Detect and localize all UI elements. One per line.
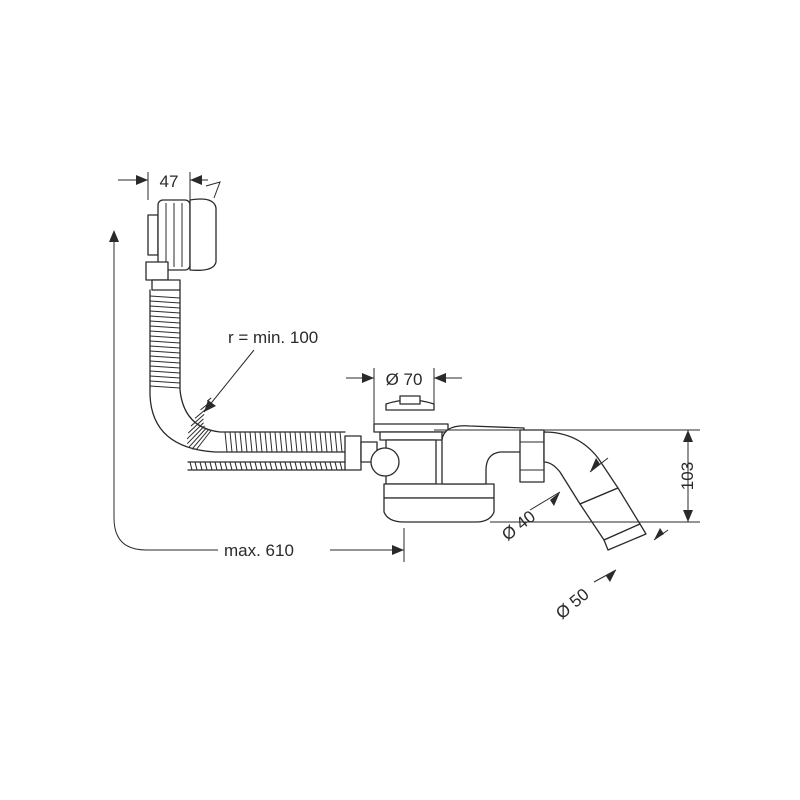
dimension-bend-radius: r = min. 100 — [203, 328, 318, 413]
outlet-elbow — [519, 429, 647, 551]
overflow-fitting — [145, 181, 221, 291]
dimension-diameter-70: Ø 70 — [346, 368, 462, 424]
trap-upper — [383, 483, 495, 499]
waste-drain — [370, 395, 525, 523]
hose-nut — [344, 435, 362, 471]
hose-ribs — [149, 295, 343, 471]
overflow-handle — [189, 198, 217, 271]
max-610-label: max. 610 — [224, 541, 294, 560]
diameter-70-label: Ø 70 — [386, 370, 423, 389]
overflow-elbow — [145, 261, 169, 281]
plug-knob — [399, 395, 421, 405]
height-103-label: 103 — [678, 462, 697, 490]
dimension-47-label: 47 — [160, 172, 179, 191]
outlet-nut — [519, 429, 545, 483]
trap-outlet — [441, 425, 525, 485]
dimension-max-610: max. 610 — [109, 230, 405, 562]
hose-connector-top — [151, 279, 181, 291]
connector-rim — [603, 523, 647, 551]
dimension-47: 47 — [118, 172, 208, 200]
diameter-50-label: Ø 50 — [552, 585, 592, 623]
dimension-103: 103 — [434, 429, 700, 523]
overflow-flange — [147, 214, 159, 256]
bend-radius-label: r = min. 100 — [228, 328, 318, 347]
flexible-hose — [149, 289, 346, 471]
connector-ring — [370, 447, 400, 477]
drain-flange — [373, 423, 449, 433]
drain-flange-lower — [379, 431, 443, 441]
trap-bowl — [383, 497, 495, 523]
diameter-40-label: Ø 40 — [498, 507, 539, 545]
